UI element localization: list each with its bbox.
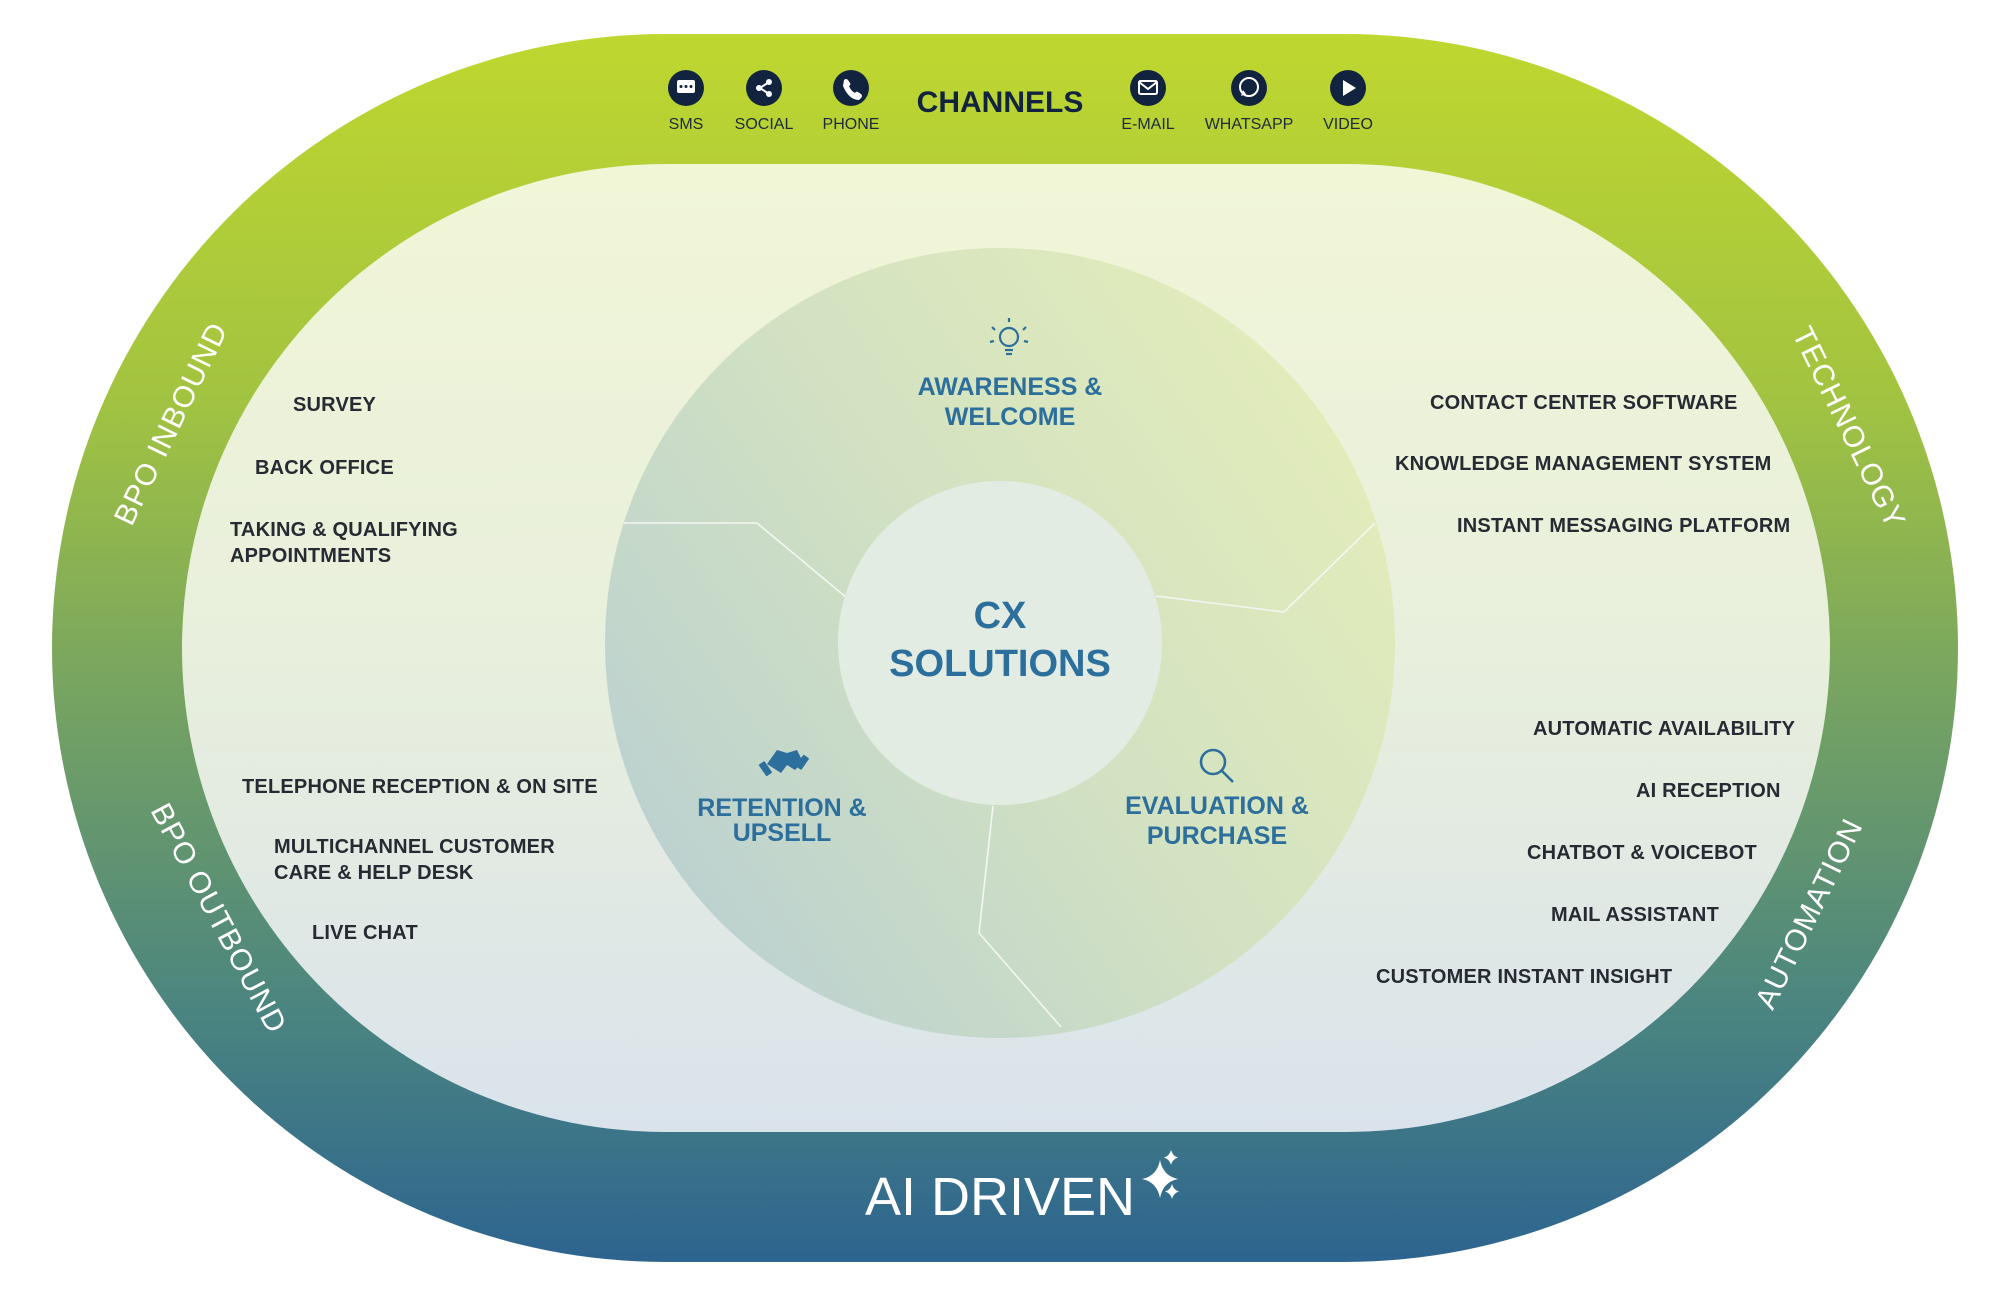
share-icon — [746, 70, 782, 106]
phone-icon — [833, 70, 869, 106]
segment-awareness: AWARENESS & WELCOME — [918, 318, 1103, 431]
bpo-inbound-list: SURVEY BACK OFFICE TAKING & QUALIFYING A… — [230, 394, 458, 567]
channel-whatsapp[interactable]: WHATSAPP — [1205, 70, 1294, 133]
list-item: CUSTOMER INSTANT INSIGHT — [1376, 966, 1672, 988]
list-item: CARE & HELP DESK — [274, 862, 474, 884]
list-item: BACK OFFICE — [255, 457, 394, 479]
channel-label-whatsapp: WHATSAPP — [1205, 116, 1294, 133]
list-item: INSTANT MESSAGING PLATFORM — [1457, 515, 1790, 537]
sms-icon — [668, 70, 704, 106]
center-line-1: CX — [974, 595, 1027, 637]
list-item: AI RECEPTION — [1636, 780, 1781, 802]
channel-label-video: VIDEO — [1323, 116, 1373, 133]
center-line-2: SOLUTIONS — [889, 643, 1111, 685]
segment-label: UPSELL — [733, 819, 832, 847]
donut-dividers — [624, 522, 1376, 1028]
channel-email[interactable]: E-MAIL — [1121, 70, 1175, 133]
magnifier-icon — [1199, 748, 1234, 783]
list-item: MAIL ASSISTANT — [1551, 904, 1719, 926]
automation-list: AUTOMATIC AVAILABILITY AI RECEPTION CHAT… — [1376, 718, 1796, 988]
channels-title: CHANNELS — [917, 86, 1084, 119]
bpo-outbound-list: TELEPHONE RECEPTION & ON SITE MULTICHANN… — [242, 776, 598, 944]
channel-label-sms: SMS — [669, 116, 704, 133]
channel-label-phone: PHONE — [823, 116, 880, 133]
ai-driven-label: AI DRIVEN — [865, 1167, 1135, 1227]
list-item: TELEPHONE RECEPTION & ON SITE — [242, 776, 598, 798]
sparkle-icon — [1142, 1150, 1179, 1199]
segment-label: RETENTION & — [697, 794, 866, 822]
segment-label: WELCOME — [945, 403, 1076, 431]
ai-driven-footer: AI DRIVEN — [865, 1150, 1179, 1227]
technology-list: CONTACT CENTER SOFTWARE KNOWLEDGE MANAGE… — [1395, 392, 1790, 537]
list-item: TAKING & QUALIFYING — [230, 519, 458, 541]
whatsapp-icon — [1231, 70, 1267, 106]
list-item: SURVEY — [293, 394, 377, 416]
list-item: CONTACT CENTER SOFTWARE — [1430, 392, 1738, 414]
channel-social[interactable]: SOCIAL — [735, 70, 794, 133]
channel-phone[interactable]: PHONE — [823, 70, 880, 133]
list-item: KNOWLEDGE MANAGEMENT SYSTEM — [1395, 453, 1772, 475]
channel-video[interactable]: VIDEO — [1323, 70, 1373, 133]
segment-label: EVALUATION & — [1125, 792, 1309, 820]
list-item: MULTICHANNEL CUSTOMER — [274, 836, 555, 858]
segment-label: PURCHASE — [1147, 822, 1287, 850]
list-item: APPOINTMENTS — [230, 545, 391, 567]
email-icon — [1130, 70, 1166, 106]
lightbulb-icon — [989, 318, 1029, 356]
list-item: AUTOMATIC AVAILABILITY — [1533, 718, 1796, 740]
segment-retention: RETENTION & UPSELL — [697, 750, 867, 847]
segment-label: AWARENESS & — [918, 373, 1103, 401]
segment-evaluation: EVALUATION & PURCHASE — [1125, 748, 1309, 850]
channel-label-social: SOCIAL — [735, 116, 794, 133]
play-icon — [1330, 70, 1366, 106]
center-title: CX SOLUTIONS — [889, 595, 1111, 685]
channels-bar: SMS SOCIAL PHONE CHANNELS — [668, 70, 1373, 133]
center-circle — [838, 481, 1162, 805]
channel-sms[interactable]: SMS — [668, 70, 704, 133]
list-item: CHATBOT & VOICEBOT — [1527, 842, 1757, 864]
list-item: LIVE CHAT — [312, 922, 418, 944]
handshake-icon — [758, 750, 809, 777]
channel-label-email: E-MAIL — [1121, 116, 1174, 133]
